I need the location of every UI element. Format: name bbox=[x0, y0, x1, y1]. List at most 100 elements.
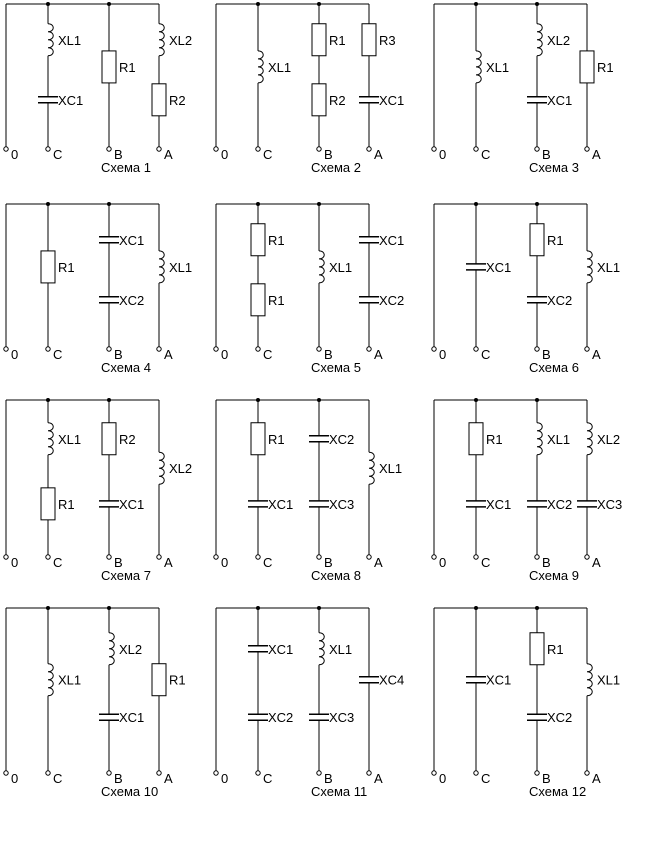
terminal-label: C bbox=[481, 555, 490, 570]
wire-gap bbox=[535, 714, 539, 721]
terminal-label: C bbox=[53, 347, 62, 362]
component-xc1: XC1 bbox=[359, 233, 404, 248]
terminal-label: A bbox=[374, 147, 383, 162]
component-xc1: XC1 bbox=[466, 673, 511, 688]
component-xc1: XC1 bbox=[99, 233, 144, 248]
component-label: XC1 bbox=[119, 497, 144, 512]
terminal-B bbox=[106, 554, 112, 560]
terminal-label: 0 bbox=[221, 555, 228, 570]
component-label: R1 bbox=[329, 33, 346, 48]
terminal-0 bbox=[3, 554, 9, 560]
inductor-symbol bbox=[257, 50, 264, 84]
junction-dot bbox=[535, 202, 539, 206]
component-xc2: XC2 bbox=[527, 293, 572, 308]
inductor-symbol bbox=[586, 422, 593, 456]
inductor-symbol bbox=[47, 23, 54, 57]
wire-gap bbox=[107, 236, 111, 243]
junction-dot bbox=[317, 398, 321, 402]
terminal-label: B bbox=[542, 147, 551, 162]
scheme-title: Схема 10 bbox=[101, 784, 158, 799]
junction-dot bbox=[535, 2, 539, 6]
component-label: XL1 bbox=[169, 260, 192, 275]
component-label: R1 bbox=[58, 260, 75, 275]
component-label: XL1 bbox=[58, 33, 81, 48]
component-label: R1 bbox=[169, 673, 186, 688]
terminal-label: B bbox=[114, 147, 123, 162]
resistor-symbol bbox=[579, 50, 595, 84]
terminal-label: B bbox=[324, 147, 333, 162]
wire-gap bbox=[317, 435, 321, 442]
terminal-A bbox=[156, 554, 162, 560]
terminal-0 bbox=[431, 554, 437, 560]
component-label: XC2 bbox=[547, 497, 572, 512]
resistor-symbol bbox=[101, 50, 117, 84]
terminal-label: A bbox=[164, 771, 173, 786]
terminal-label: B bbox=[324, 771, 333, 786]
terminal-label: A bbox=[592, 147, 601, 162]
component-xc1: XC1 bbox=[99, 497, 144, 512]
terminal-C bbox=[473, 770, 479, 776]
component-xc2: XC2 bbox=[359, 293, 404, 308]
component-label: XC1 bbox=[119, 233, 144, 248]
component-label: XC2 bbox=[547, 710, 572, 725]
terminal-A bbox=[366, 770, 372, 776]
inductor-symbol bbox=[47, 663, 54, 697]
terminal-label: 0 bbox=[439, 147, 446, 162]
resistor-symbol bbox=[529, 632, 545, 666]
component-label: XC1 bbox=[379, 233, 404, 248]
component-label: XC1 bbox=[547, 93, 572, 108]
component-xl1: XL1 bbox=[474, 50, 509, 84]
terminal-label: A bbox=[164, 555, 173, 570]
scheme-title: Схема 8 bbox=[311, 568, 361, 583]
resistor-symbol bbox=[151, 663, 167, 697]
terminal-label: 0 bbox=[11, 147, 18, 162]
terminal-0 bbox=[3, 770, 9, 776]
terminal-0 bbox=[213, 770, 219, 776]
inductor-symbol bbox=[536, 422, 543, 456]
terminal-label: C bbox=[263, 555, 272, 570]
wire-gap bbox=[317, 500, 321, 507]
terminal-C bbox=[45, 554, 51, 560]
terminal-A bbox=[156, 146, 162, 152]
component-label: XC2 bbox=[379, 293, 404, 308]
junction-dot bbox=[317, 2, 321, 6]
resistor-symbol bbox=[361, 23, 377, 57]
terminal-label: A bbox=[374, 771, 383, 786]
component-xl1: XL1 bbox=[46, 23, 81, 57]
wire-gap bbox=[256, 714, 260, 721]
terminal-label: A bbox=[592, 347, 601, 362]
component-label: XL1 bbox=[486, 60, 509, 75]
component-label: R1 bbox=[547, 233, 564, 248]
component-xl1: XL1 bbox=[46, 422, 81, 456]
resistor-symbol bbox=[250, 283, 266, 317]
terminal-B bbox=[316, 554, 322, 560]
component-label: XL1 bbox=[58, 673, 81, 688]
component-xl2: XL2 bbox=[535, 23, 570, 57]
terminal-0 bbox=[3, 146, 9, 152]
component-label: XL1 bbox=[58, 432, 81, 447]
scheme-title: Схема 2 bbox=[311, 160, 361, 175]
component-label: R1 bbox=[268, 293, 285, 308]
component-xl1: XL1 bbox=[46, 663, 81, 697]
component-label: XC1 bbox=[119, 710, 144, 725]
component-r1: R1 bbox=[250, 422, 285, 456]
scheme-title: Схема 6 bbox=[529, 360, 579, 375]
component-r1: R1 bbox=[529, 632, 564, 666]
component-label: R1 bbox=[58, 497, 75, 512]
component-label: XL1 bbox=[547, 432, 570, 447]
scheme-title: Схема 7 bbox=[101, 568, 151, 583]
terminal-A bbox=[366, 346, 372, 352]
terminal-label: B bbox=[542, 555, 551, 570]
junction-dot bbox=[535, 606, 539, 610]
resistor-symbol bbox=[151, 83, 167, 117]
terminal-label: 0 bbox=[11, 347, 18, 362]
component-label: R1 bbox=[119, 60, 136, 75]
resistor-symbol bbox=[468, 422, 484, 456]
wire-gap bbox=[107, 296, 111, 303]
terminal-A bbox=[156, 346, 162, 352]
